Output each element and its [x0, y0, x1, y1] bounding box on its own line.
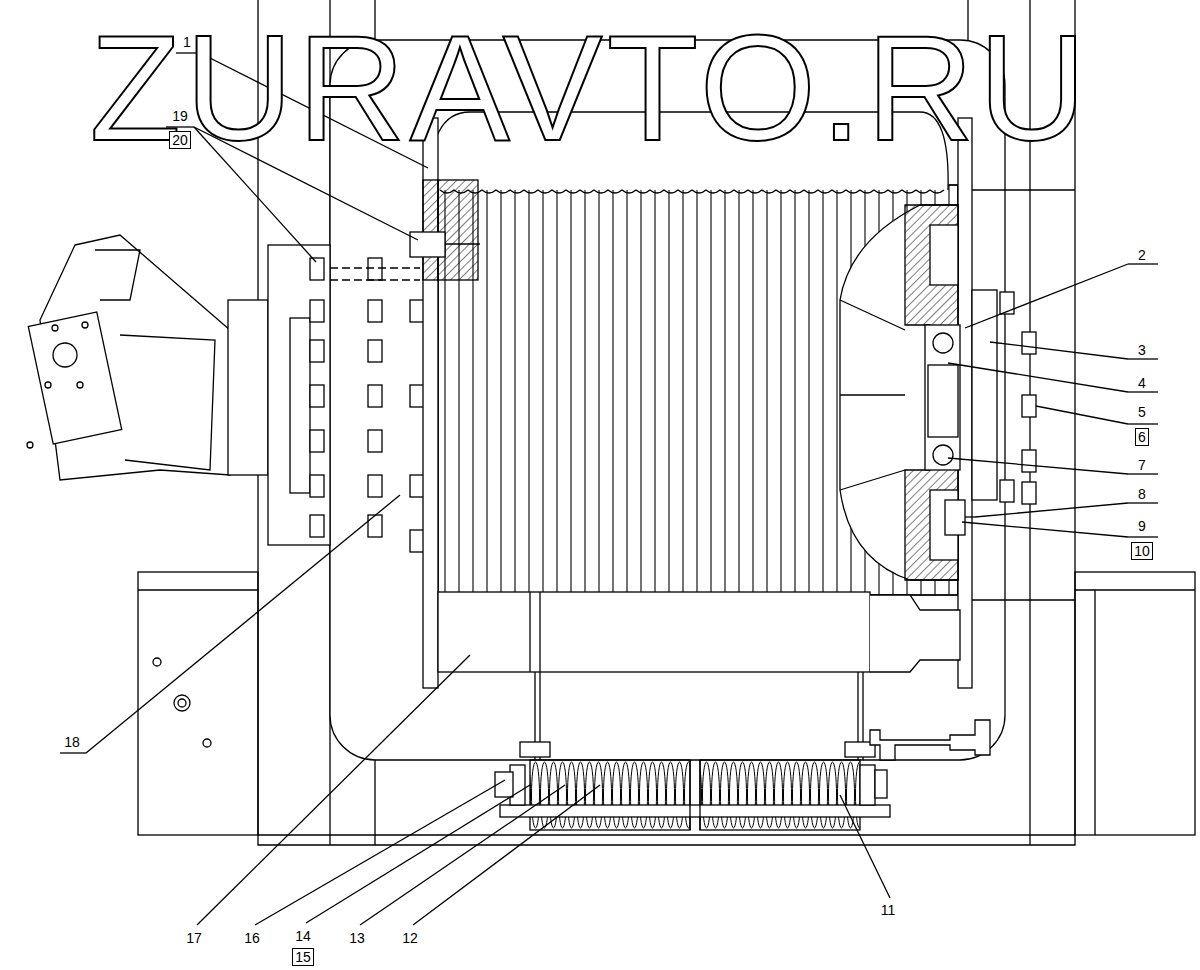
callout-number: 19	[170, 108, 190, 124]
callout-number: 13	[347, 930, 367, 946]
callout-number: 15	[292, 948, 314, 966]
callout-number: 6	[1135, 428, 1149, 446]
drum-flange	[423, 118, 438, 688]
leader-lines	[60, 53, 1158, 925]
base-plate	[500, 805, 890, 817]
pressure-roller	[438, 592, 870, 672]
callout-number: 10	[1131, 542, 1153, 560]
callout-number: 20	[169, 131, 191, 149]
bearing	[925, 325, 960, 470]
watermark: ZURAVTO.RU	[89, 13, 1090, 163]
callout-number: 1	[181, 34, 193, 50]
callout-number: 8	[1136, 486, 1148, 502]
drum-hub	[840, 205, 958, 580]
rope-drum	[438, 185, 958, 595]
callout-number: 9	[1136, 518, 1148, 534]
callout-number: 5	[1136, 404, 1148, 420]
callout-number: 7	[1136, 457, 1148, 473]
side-block	[138, 572, 258, 835]
callout-number: 2	[1136, 247, 1148, 263]
callout-number: 3	[1136, 342, 1148, 358]
callout-number: 14	[293, 928, 313, 944]
side-block	[1075, 572, 1195, 835]
hydraulic-fitting	[870, 720, 990, 760]
callout-number: 17	[184, 930, 204, 946]
callout-number: 12	[400, 930, 420, 946]
callout-number: 16	[242, 930, 262, 946]
callout-number: 11	[879, 902, 898, 918]
callout-number: 4	[1136, 375, 1148, 391]
motor-flange	[268, 245, 330, 545]
spring	[700, 760, 860, 830]
callout-number: 18	[62, 734, 82, 750]
